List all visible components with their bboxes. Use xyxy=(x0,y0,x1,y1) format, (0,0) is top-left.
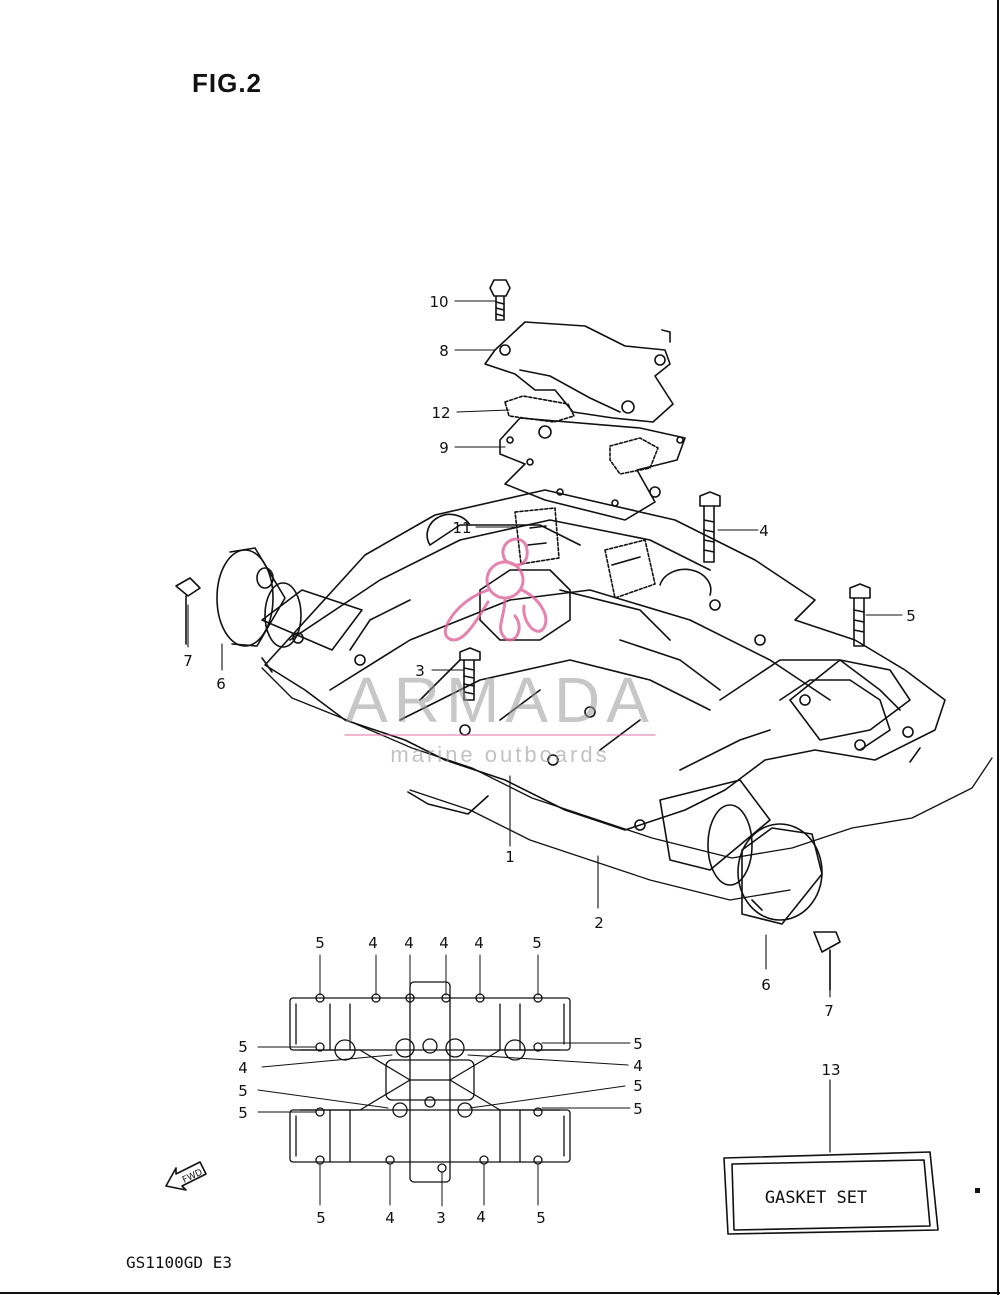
top-view-leaders xyxy=(257,954,631,1207)
filter-element-11 xyxy=(514,507,656,599)
bolt-5 xyxy=(849,583,871,647)
cap-6-right xyxy=(737,823,823,925)
tv-callout: 5 xyxy=(316,1209,326,1227)
callout-3: 3 xyxy=(415,662,425,680)
tv-callout: 5 xyxy=(238,1082,248,1100)
bolt-3 xyxy=(459,647,481,701)
callout-12: 12 xyxy=(431,404,450,422)
callout-6-left: 6 xyxy=(216,675,226,693)
tv-callout: 5 xyxy=(536,1209,546,1227)
callout-10: 10 xyxy=(429,293,448,311)
gasket-set-13 xyxy=(723,1079,939,1235)
tv-callout: 4 xyxy=(476,1208,486,1226)
tv-callout: 5 xyxy=(238,1038,248,1056)
callout-7-right: 7 xyxy=(824,1002,834,1020)
breather-cover-8 xyxy=(484,321,674,423)
head-cover-gasket-2 xyxy=(261,657,993,901)
callout-11: 11 xyxy=(452,519,471,537)
tv-callout: 4 xyxy=(385,1209,395,1227)
watermark-tagline: marine outboards xyxy=(390,742,609,767)
tv-callout: 3 xyxy=(436,1209,446,1227)
tv-callout: 4 xyxy=(474,934,484,952)
callout-13: 13 xyxy=(821,1061,840,1079)
callout-7-left: 7 xyxy=(183,652,193,670)
tv-callout: 5 xyxy=(633,1035,643,1053)
callout-5: 5 xyxy=(906,607,916,625)
callout-2: 2 xyxy=(594,914,604,932)
bolt-10 xyxy=(489,279,511,321)
callout-9: 9 xyxy=(439,439,449,457)
callout-8: 8 xyxy=(439,342,449,360)
watermark-logo xyxy=(444,537,548,642)
cam-end-caps xyxy=(261,513,911,886)
callout-1: 1 xyxy=(505,848,515,866)
watermark-brand: ARMADA xyxy=(345,664,655,736)
tv-callout: 5 xyxy=(532,934,542,952)
model-code: GS1100GD E3 xyxy=(126,1253,232,1272)
gasket-9 xyxy=(499,417,686,521)
tv-callout: 5 xyxy=(238,1104,248,1122)
top-view-bolt-pattern xyxy=(289,981,571,1183)
tv-callout: 5 xyxy=(315,934,325,952)
screw-7-right xyxy=(813,931,841,991)
tv-callout: 4 xyxy=(238,1059,248,1077)
head-cover-1 xyxy=(264,489,946,831)
callout-6-right: 6 xyxy=(761,976,771,994)
cap-6-left xyxy=(216,547,286,647)
tv-callout: 4 xyxy=(404,934,414,952)
figure-title: FIG.2 xyxy=(192,68,263,98)
gasket-set-label: GASKET SET xyxy=(765,1188,867,1208)
tv-callout: 4 xyxy=(368,934,378,952)
leader-lines-main xyxy=(187,300,903,998)
bolt-4 xyxy=(699,491,721,563)
tv-callout: 4 xyxy=(439,934,449,952)
callout-4: 4 xyxy=(759,522,769,540)
tv-callout: 4 xyxy=(633,1057,643,1075)
fwd-arrow-icon: FWD xyxy=(165,1161,207,1191)
callout-numbers-top-view: 5 4 4 4 4 5 5 4 5 5 5 4 5 5 5 4 3 4 5 xyxy=(238,934,643,1227)
tv-callout: 5 xyxy=(633,1100,643,1118)
screw-7-left xyxy=(175,577,201,645)
filter-element-12 xyxy=(504,395,659,475)
callout-numbers-main: 10 8 12 9 11 4 5 7 6 3 1 2 6 7 xyxy=(183,293,916,1020)
tv-callout: 5 xyxy=(633,1077,643,1095)
